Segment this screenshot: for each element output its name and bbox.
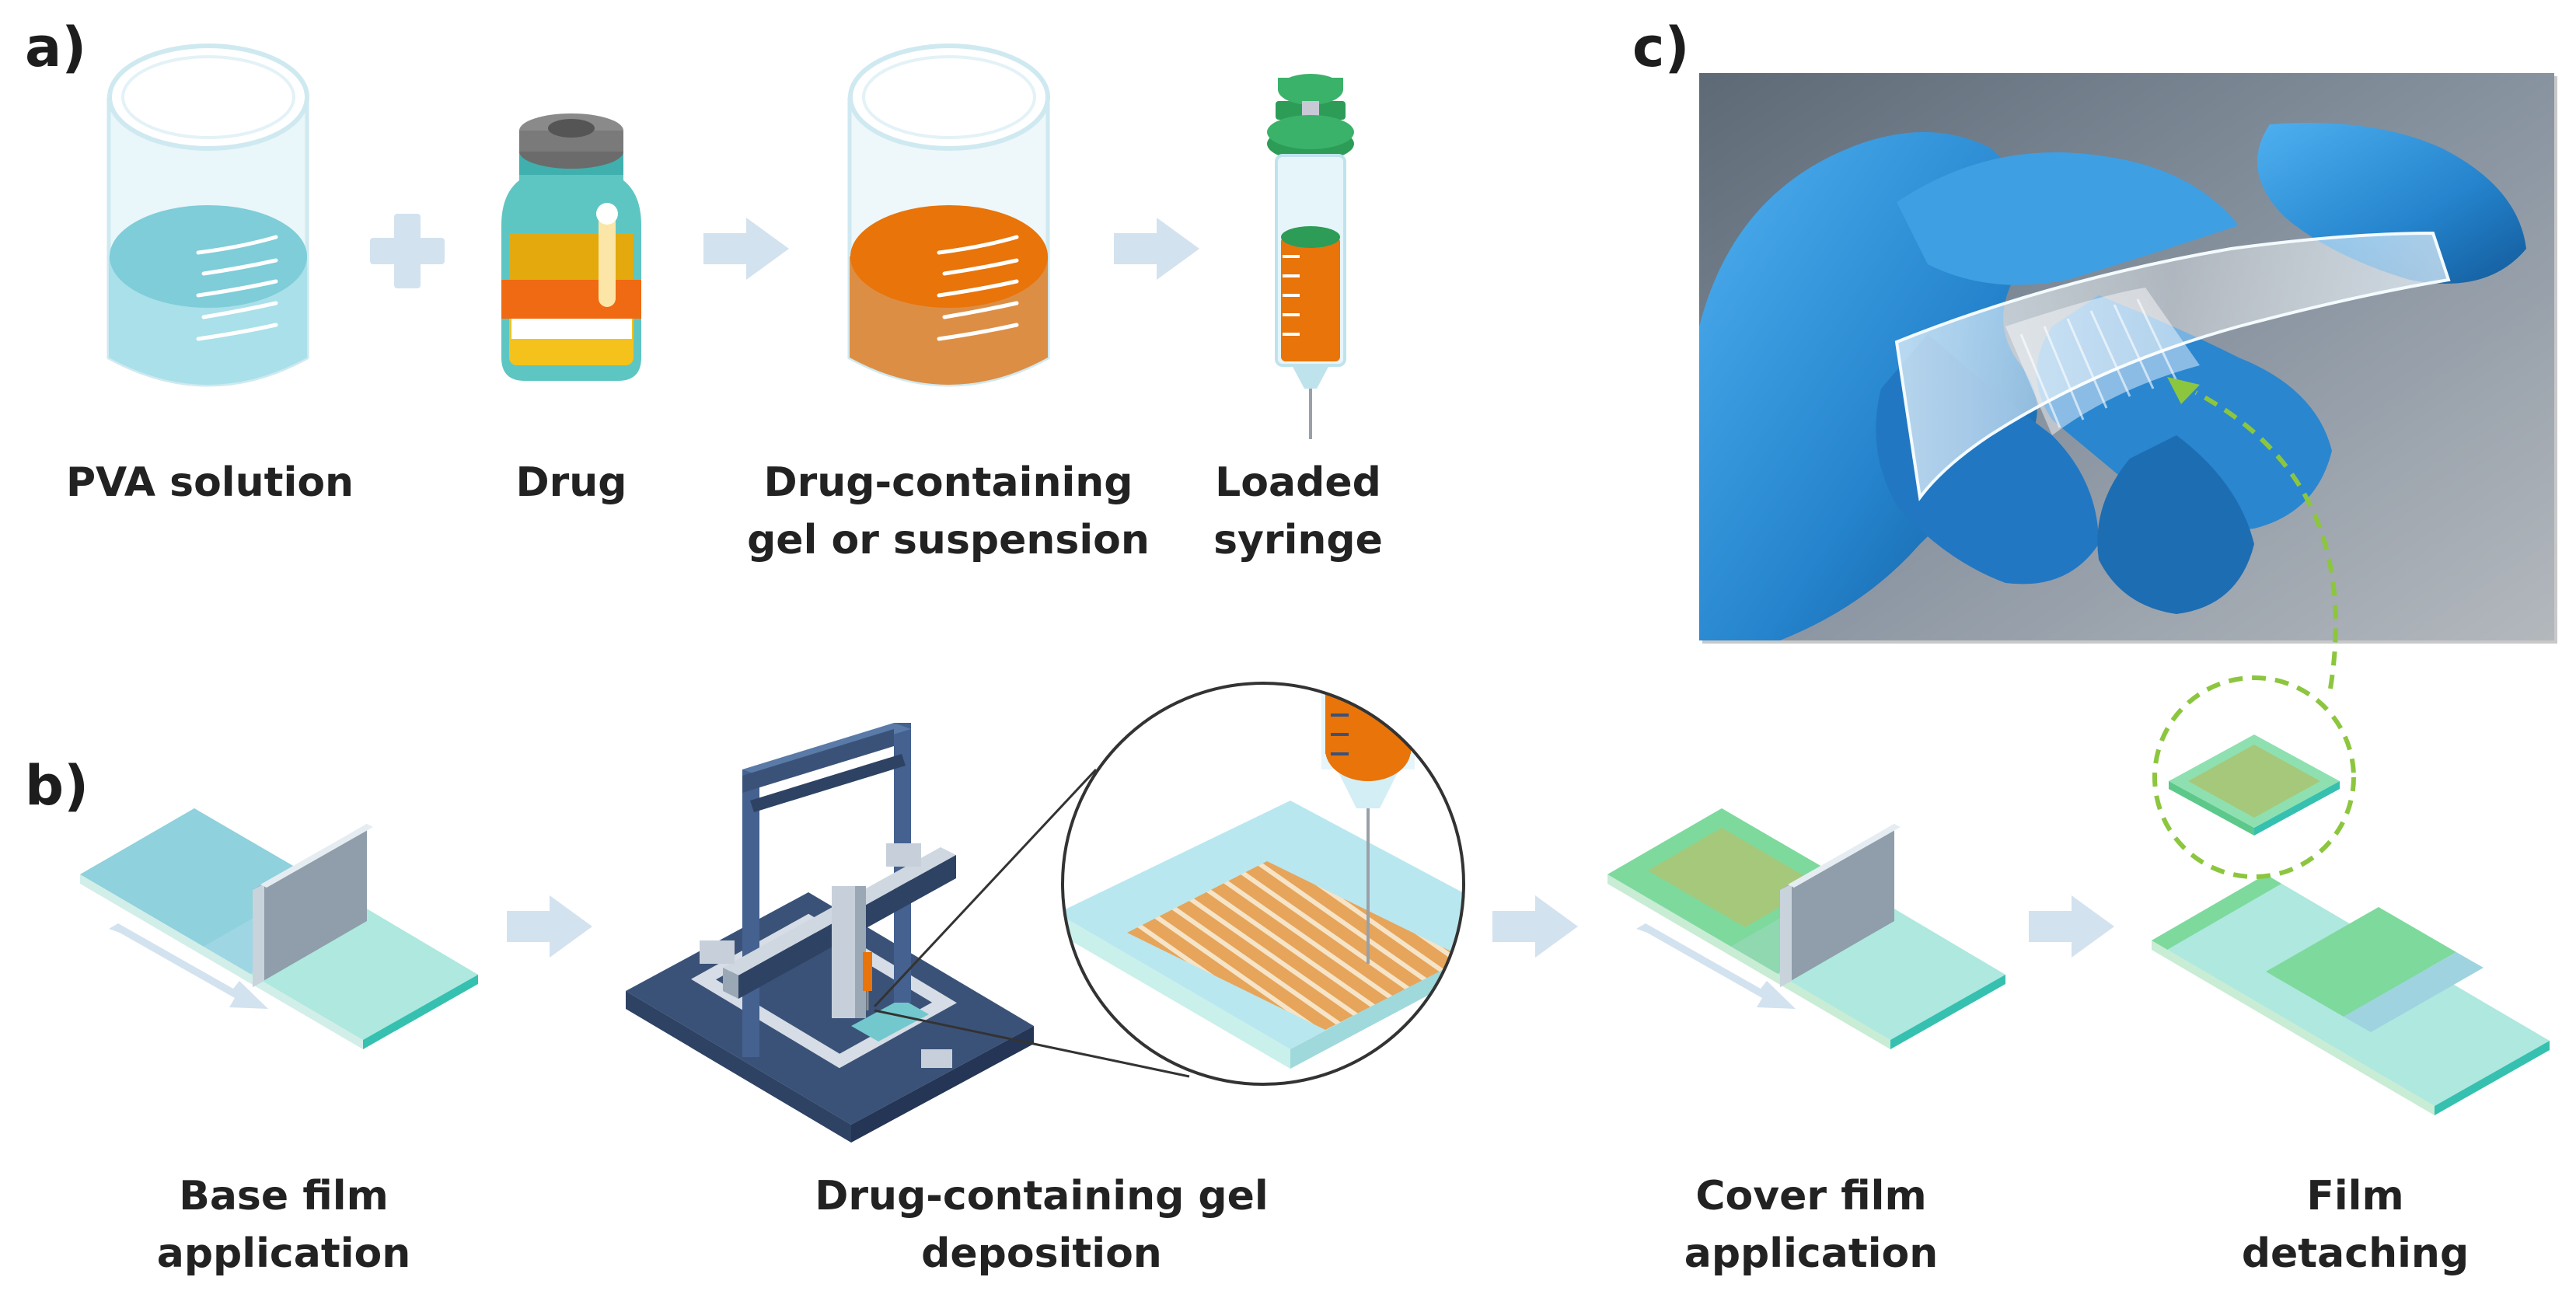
film-strip-icon xyxy=(2152,874,2550,1115)
plus-icon xyxy=(370,214,445,288)
arrow-icon xyxy=(109,923,268,1009)
zoom-line xyxy=(874,1009,1190,1078)
label-film-detaching: Film detaching xyxy=(2241,1173,2470,1277)
panel-label-a: a) xyxy=(25,16,87,79)
label-drug-containing-gel: Drug-containing gel or suspension xyxy=(747,459,1150,564)
syringe-icon xyxy=(1267,74,1354,439)
printer-icon xyxy=(626,723,1034,1143)
detached-film-icon xyxy=(2152,675,2356,879)
zoom-line xyxy=(873,768,1098,1008)
arrow-icon xyxy=(2029,895,2114,958)
zoom-detail xyxy=(1061,682,1465,1086)
dashed-arrowhead xyxy=(2167,377,2200,404)
arrow-icon xyxy=(1114,218,1199,280)
label-loaded-syringe: Loaded syringe xyxy=(1213,459,1383,564)
dashed-arrow xyxy=(2194,390,2338,689)
cover-film-icon xyxy=(1607,808,2005,1049)
label-drug: Drug xyxy=(515,459,627,506)
gel-beaker-icon xyxy=(847,44,1050,387)
panel-label-c: c) xyxy=(1632,16,1690,79)
arrow-icon xyxy=(1492,895,1578,958)
label-gel-deposition: Drug-containing gel deposition xyxy=(815,1173,1269,1277)
film-photo xyxy=(1699,73,2557,644)
arrow-icon xyxy=(703,218,789,280)
drug-vial-icon xyxy=(501,113,641,381)
base-film-icon xyxy=(80,808,478,1049)
pva-beaker-icon xyxy=(106,44,309,387)
arrow-icon xyxy=(1636,923,1796,1009)
label-base-film-application: Base film application xyxy=(156,1173,411,1277)
panel-label-b: b) xyxy=(25,754,89,818)
arrow-icon xyxy=(507,895,592,958)
label-pva-solution: PVA solution xyxy=(65,459,354,506)
label-cover-film-application: Cover film application xyxy=(1684,1173,1939,1277)
